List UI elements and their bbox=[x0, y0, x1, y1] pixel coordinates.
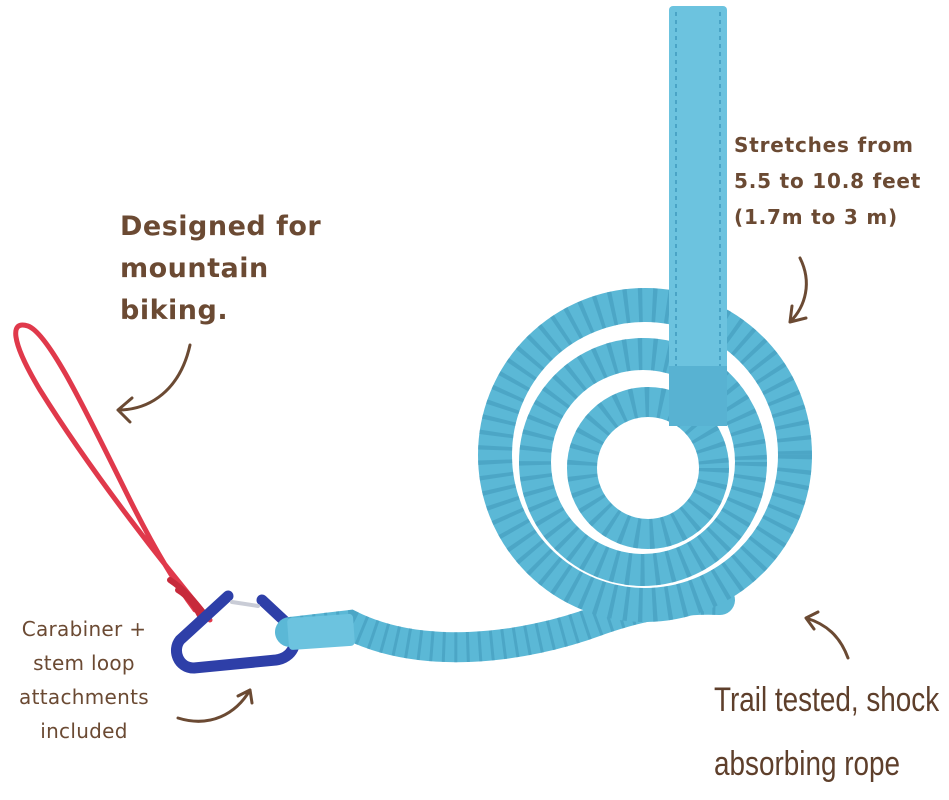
carabiner-callout: Carabiner + stem loop attachments includ… bbox=[0, 612, 168, 748]
callout-line: Stretches from bbox=[734, 133, 914, 157]
red-knot bbox=[167, 577, 208, 623]
bungee-rope-icon bbox=[275, 288, 812, 663]
stretch-callout: Stretches from 5.5 to 10.8 feet (1.7m to… bbox=[734, 127, 921, 235]
callout-line: mountain bbox=[120, 253, 269, 284]
mountain-biking-callout: Designed for mountain biking. bbox=[120, 206, 321, 332]
red-loop-icon bbox=[13, 322, 213, 623]
callout-line: included bbox=[40, 719, 128, 743]
callout-line: biking. bbox=[120, 295, 229, 326]
callout-line: 5.5 to 10.8 feet bbox=[734, 169, 922, 193]
strap-handle bbox=[669, 6, 727, 426]
callout-line: Designed for bbox=[120, 211, 322, 242]
callout-line: attachments bbox=[19, 685, 149, 709]
curved-arrow-icon bbox=[116, 343, 192, 424]
callout-line: Trail tested, shock bbox=[714, 681, 940, 719]
callout-line: Carabiner + bbox=[21, 617, 147, 641]
callout-line: absorbing rope bbox=[714, 745, 900, 783]
curved-arrow-icon bbox=[788, 256, 808, 324]
callout-line: (1.7m to 3 m) bbox=[734, 205, 898, 229]
curved-arrow-icon bbox=[804, 610, 850, 660]
curved-arrow-icon bbox=[176, 688, 254, 723]
callout-line: stem loop bbox=[33, 651, 135, 675]
trail-tested-callout: Trail tested, shock absorbing rope bbox=[714, 668, 939, 796]
